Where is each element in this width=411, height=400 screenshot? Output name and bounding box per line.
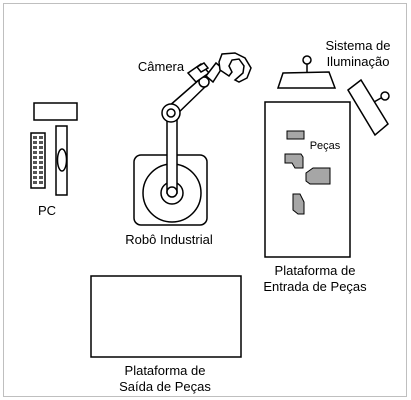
robot-elbow-joint-inner	[166, 108, 176, 118]
output-platform	[90, 275, 242, 358]
pieces-label: Peças	[309, 140, 341, 152]
input-platform-label-line2: Entrada de Peças	[263, 279, 367, 294]
piece-4	[292, 193, 305, 215]
outer-frame	[3, 3, 407, 397]
piece-3	[305, 167, 331, 185]
lamp-right-bulb	[380, 91, 390, 101]
pieces-group	[284, 130, 331, 215]
piece-1	[286, 130, 305, 140]
output-platform-label-line2: Saída de Peças	[119, 379, 211, 394]
industrial-robot	[133, 52, 252, 226]
lamp-right-icon	[347, 78, 389, 137]
robot-label: Robô Industrial	[125, 232, 213, 247]
lighting-label-line1: Sistema de	[325, 38, 391, 53]
robot-elbow-joint-outer	[161, 103, 181, 123]
lamp-left-icon	[276, 71, 337, 89]
output-platform-label-line1: Plataforma de	[124, 363, 206, 378]
robot-lower-arm	[166, 117, 178, 194]
piece-2	[284, 153, 304, 169]
lighting-label-line2: Iluminação	[326, 54, 390, 69]
camera-label: Câmera	[137, 59, 185, 74]
robot-base-joint	[166, 186, 178, 198]
gripper-claw-icon	[218, 52, 252, 83]
pc-workstation	[30, 102, 78, 196]
camera-lens	[195, 62, 210, 73]
lighting-system	[276, 55, 390, 137]
lamp-left-bulb	[302, 55, 312, 65]
input-platform-label-line1: Plataforma de	[274, 263, 356, 278]
lamp-right-stem	[373, 97, 382, 103]
pc-label: PC	[37, 203, 57, 218]
pc-keyboard-keys	[33, 136, 43, 184]
pc-mouse	[56, 148, 68, 172]
pc-monitor	[33, 102, 78, 121]
